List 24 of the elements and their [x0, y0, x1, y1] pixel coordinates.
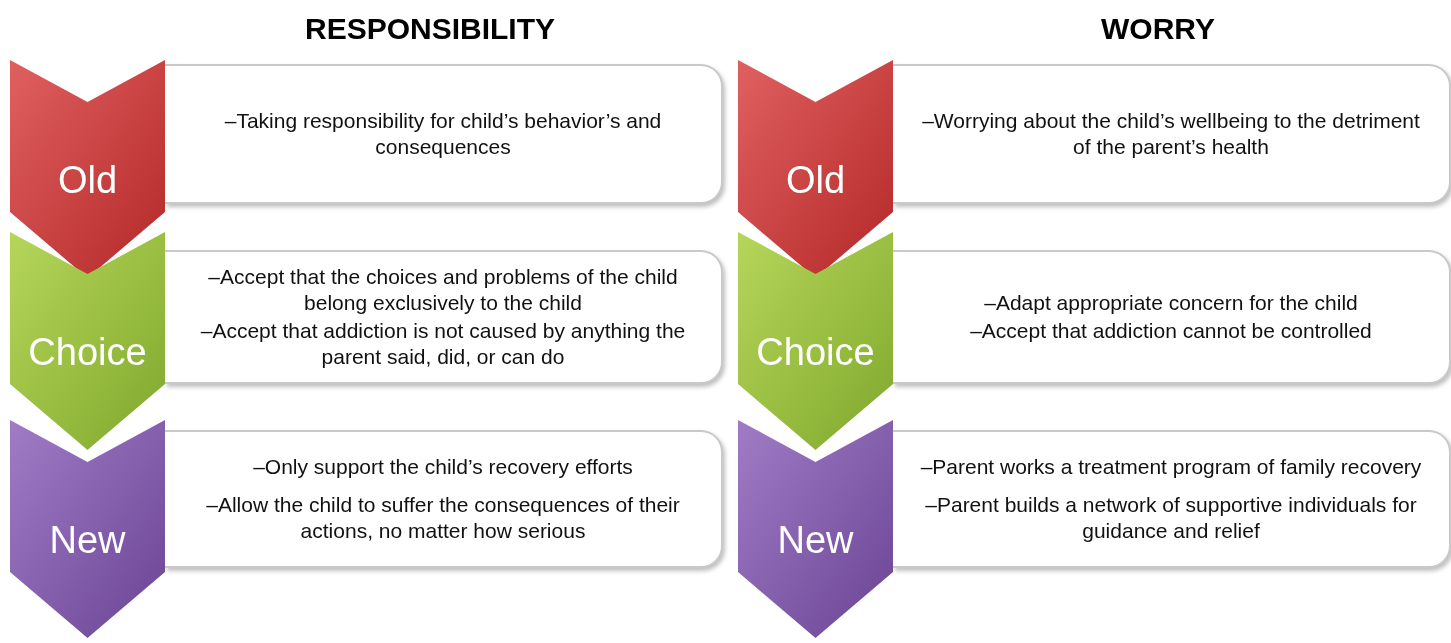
text-box: [893, 250, 1451, 384]
text-box: [165, 64, 723, 204]
text-box: [165, 250, 723, 384]
box-text: –Accept that addiction cannot be controlled: [970, 318, 1372, 344]
box-text: –Accept that the choices and problems of the child belong exclusively to the child: [207, 263, 679, 316]
text-box: [893, 64, 1451, 204]
box-text: –Adapt appropriate concern for the child: [984, 289, 1358, 316]
chevron-label: Old: [56, 158, 119, 203]
chevron-label: Choice: [755, 330, 876, 375]
box-text: –Accept that addiction is not caused by anything the parent said, did, or can do: [199, 318, 687, 371]
chevron-label: Old: [784, 158, 847, 203]
text-box: [893, 430, 1451, 568]
box-text: –Allow the child to suffer the consequences of their actions, no matter how serious: [205, 491, 681, 545]
box-text: –Parent builds a network of supportive individuals for guidance and relief: [924, 491, 1418, 545]
column-heading: WORRY: [1100, 11, 1216, 47]
chevron-label: New: [48, 518, 127, 563]
box-text: –Worrying about the child’s wellbeing to the detriment of the parent’s health: [921, 107, 1421, 160]
box-text: –Only support the child’s recovery efforts: [253, 453, 633, 480]
chevron-label: New: [776, 518, 855, 563]
column-heading: RESPONSIBILITY: [303, 11, 556, 47]
chevron-label: Choice: [27, 330, 148, 375]
text-box: [165, 430, 723, 568]
box-text: –Taking responsibility for child’s behavior’s and consequences: [223, 107, 663, 160]
box-text: –Parent works a treatment program of family recovery: [920, 453, 1422, 480]
